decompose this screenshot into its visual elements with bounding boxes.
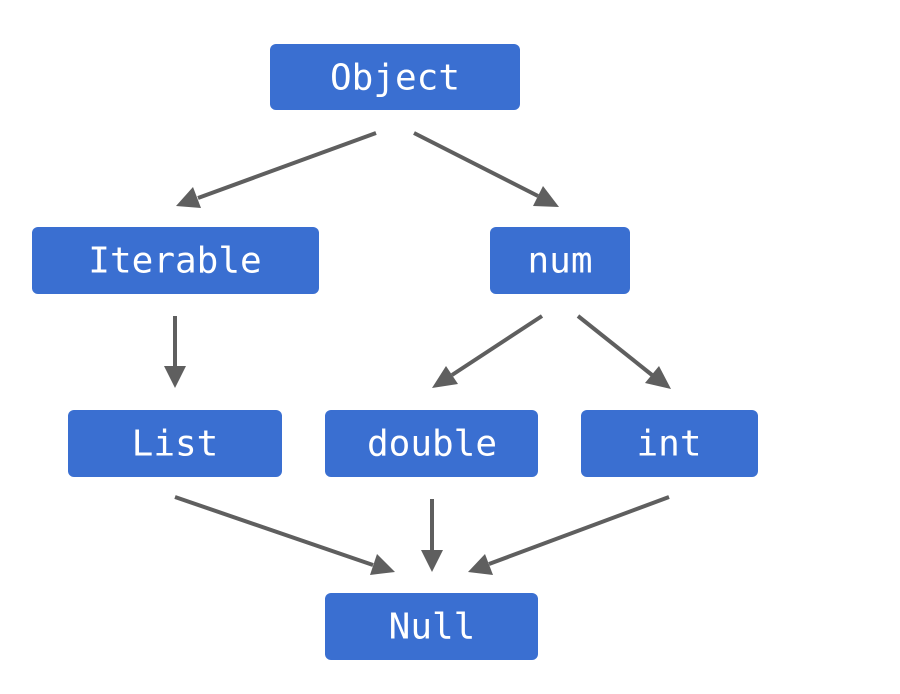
edges (164, 131, 671, 575)
node-double: double (325, 410, 538, 477)
node-num: num (490, 227, 630, 294)
edge-object-to-num (413, 131, 559, 207)
node-double-label: double (367, 424, 497, 465)
node-iterable: Iterable (32, 227, 319, 294)
node-object: Object (270, 44, 520, 110)
edge-object-to-iterable (176, 131, 377, 208)
node-list-label: List (132, 424, 219, 465)
edge-iterable-to-list (164, 316, 186, 388)
node-object-label: Object (330, 58, 460, 99)
edge-num-to-int (576, 314, 671, 389)
node-int-label: int (636, 424, 701, 465)
node-int: int (581, 410, 758, 477)
node-list: List (68, 410, 282, 477)
node-iterable-label: Iterable (88, 241, 261, 282)
edge-list-to-null (174, 495, 395, 575)
nodes: Object Iterable num List double int Null (32, 44, 758, 660)
node-num-label: num (527, 241, 592, 282)
edge-num-to-double (432, 314, 544, 388)
edge-double-to-null (421, 499, 443, 572)
edge-int-to-null (468, 495, 670, 575)
node-null: Null (325, 593, 538, 660)
node-null-label: Null (389, 607, 476, 648)
